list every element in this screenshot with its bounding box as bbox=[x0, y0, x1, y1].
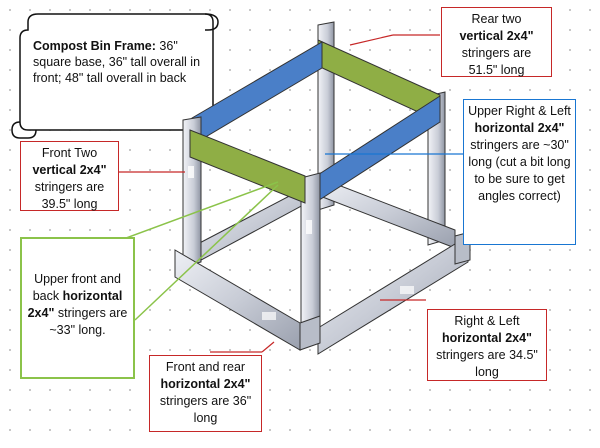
callout-upper-right-left: Upper Right & Left horizontal 2x4" strin… bbox=[463, 99, 576, 245]
callout-front-rear-pre: Front and rear bbox=[165, 360, 246, 374]
callout-upper-fb-pre: Upper front and back bbox=[32, 272, 121, 303]
callout-upper-fb-bold: horizontal 2x4" bbox=[27, 289, 123, 320]
callout-upper-rl-pre: Upper Right & Left bbox=[468, 104, 571, 118]
callout-right-left-bold: horizontal 2x4" bbox=[442, 331, 532, 345]
callout-upper-rl-bold: horizontal 2x4" bbox=[474, 121, 565, 135]
callout-rear-vertical: Rear two vertical 2x4" stringers are 51.… bbox=[441, 7, 552, 77]
callout-upper-front-back: Upper front and back horizontal 2x4" str… bbox=[20, 237, 135, 379]
callout-rear-vertical-post: stringers are 51.5" long bbox=[461, 46, 532, 77]
callout-front-rear: Front and rear horizontal 2x4" stringers… bbox=[149, 355, 262, 432]
callout-front-rear-bold: horizontal 2x4" bbox=[160, 377, 251, 391]
callout-front-vertical-pre: Front Two bbox=[41, 146, 98, 160]
scroll-note-text: 36" square base, 36" tall overall in fro… bbox=[33, 39, 201, 85]
callout-upper-fb-post: stringers are ~33" long. bbox=[49, 306, 128, 337]
callout-rear-vertical-pre: Rear two bbox=[471, 12, 522, 26]
scroll-note: Compost Bin Frame: 36" square base, 36" … bbox=[33, 38, 213, 86]
scroll-note-title: Compost Bin Frame: bbox=[33, 39, 156, 53]
callout-front-vertical-post: stringers are 39.5" long bbox=[34, 180, 105, 211]
callout-front-vertical-bold: vertical 2x4" bbox=[32, 163, 107, 177]
upper-front-stringer bbox=[189, 129, 306, 204]
callout-front-vertical: Front Two vertical 2x4" stringers are 39… bbox=[20, 141, 119, 211]
callout-right-left-post: stringers are 34.5" long bbox=[436, 348, 538, 379]
callout-front-rear-post: stringers are 36" long bbox=[159, 394, 252, 425]
callout-rear-vertical-bold: vertical 2x4" bbox=[459, 29, 534, 43]
bin-frame bbox=[174, 21, 471, 355]
callout-upper-rl-post: stringers are ~30" long (cut a bit long … bbox=[468, 138, 571, 203]
callout-right-left: Right & Left horizontal 2x4" stringers a… bbox=[427, 309, 547, 381]
callout-right-left-pre: Right & Left bbox=[454, 314, 520, 328]
right-bottom-stringer bbox=[317, 235, 469, 355]
